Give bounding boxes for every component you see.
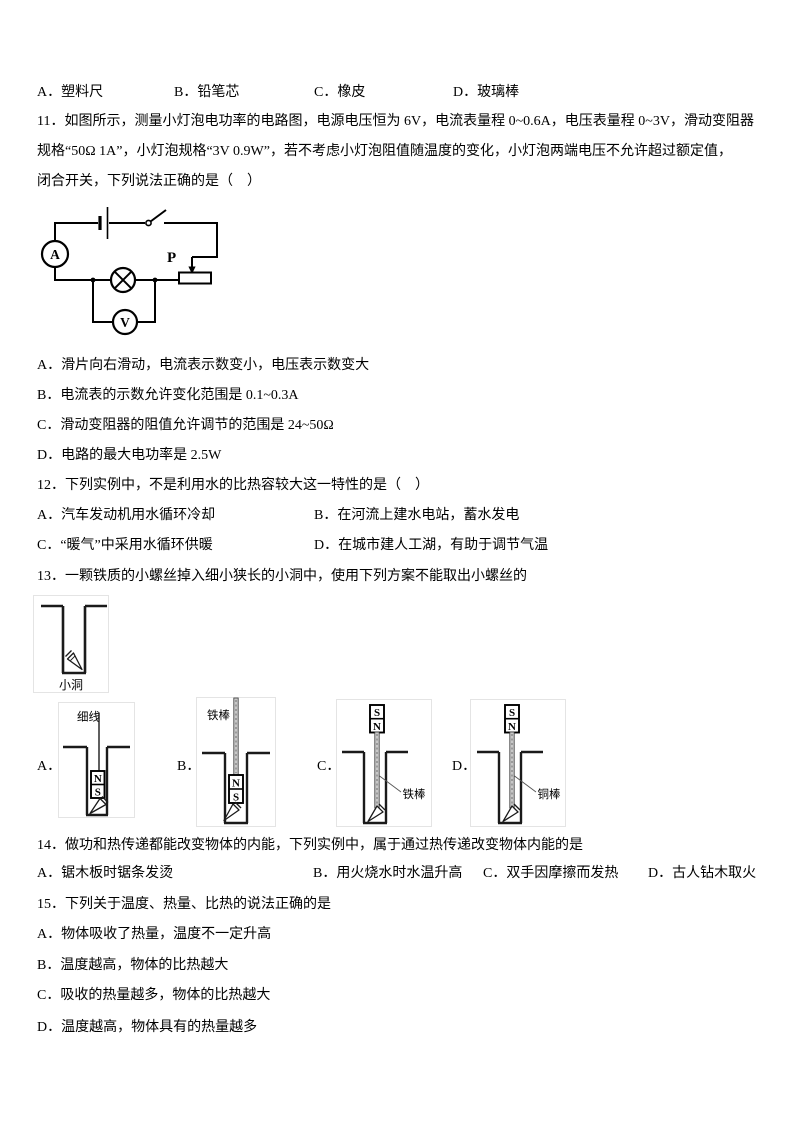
hole-walls	[41, 604, 107, 675]
battery-symbol	[98, 207, 109, 239]
question-15-title: 15．下列关于温度、热量、比热的说法正确的是	[37, 897, 331, 912]
option-15c: C．吸收的热量越多，物体的比热越大	[37, 988, 271, 1003]
option-14d: D．古人钻木取火	[648, 866, 757, 881]
hole-walls	[342, 750, 408, 825]
option-diagram-c: S N 铁棒	[336, 699, 432, 827]
option-12c: C．“暖气”中采用水循环供暖	[37, 538, 213, 553]
magnet-n-label: N	[232, 778, 240, 790]
magnet: N S	[228, 774, 244, 804]
magnet: S N	[504, 704, 520, 734]
leader-line	[514, 775, 537, 793]
switch-symbol	[145, 209, 167, 227]
option-diagram-d: S N 铜棒	[470, 699, 566, 827]
magnet-s-label: S	[95, 787, 101, 799]
junction-dot	[152, 277, 158, 283]
question-13-title: 13．一颗铁质的小螺丝掉入细小狭长的小洞中，使用下列方案不能取出小螺丝的	[37, 569, 527, 584]
option-15b: B．温度越高，物体的比热越大	[37, 958, 229, 973]
screw-icon	[367, 803, 386, 823]
option-14c: C．双手因摩擦而发热	[483, 866, 619, 881]
question-11-line-1: 11．如图所示，测量小灯泡电功率的电路图，电源电压恒为 6V，电流表量程 0~0…	[37, 114, 754, 129]
hole-diagram: 小洞	[33, 595, 109, 693]
option-15d: D．温度越高，物体具有的热量越多	[37, 1020, 258, 1035]
option-14b: B．用火烧水时水温升高	[313, 866, 463, 881]
hole-label: 小洞	[59, 678, 83, 692]
hole-walls	[477, 750, 543, 825]
option-15a: A．物体吸收了热量，温度不一定升高	[37, 927, 272, 942]
magnet: N S	[90, 770, 106, 799]
wire	[164, 222, 218, 267]
thread-label: 细线	[77, 710, 100, 724]
option-12b: B．在河流上建水电站，蓄水发电	[314, 508, 520, 523]
ammeter-letter: A	[50, 247, 60, 262]
question-12-title: 12．下列实例中，不是利用水的比热容较大这一特性的是（ ）	[37, 478, 429, 493]
hole-walls	[202, 751, 270, 825]
prev-option-d: D．玻璃棒	[453, 85, 520, 100]
screw-icon	[502, 803, 521, 823]
iron-rod-label: 铁棒	[207, 708, 230, 722]
lamp-symbol	[109, 266, 137, 294]
option-12a: A．汽车发动机用水循环冷却	[37, 508, 216, 523]
option-13b-letter: B．	[177, 759, 201, 774]
magnet-s-label: S	[374, 707, 380, 719]
prev-option-b: B．铅笔芯	[174, 85, 240, 100]
option-diagram-a: 细线 N S	[58, 702, 135, 818]
ammeter-symbol: A	[40, 239, 70, 269]
option-diagram-b: 铁棒 N S	[196, 697, 276, 827]
magnet-s-label: S	[233, 792, 239, 804]
wire	[92, 280, 156, 323]
option-13a-letter: A．	[37, 759, 62, 774]
image-border	[196, 697, 276, 827]
junction-dot	[90, 277, 96, 283]
prev-option-c: C．橡皮	[314, 85, 366, 100]
voltmeter-symbol: V	[111, 308, 139, 336]
option-13c-letter: C．	[317, 759, 341, 774]
question-11-line-2: 规格“50Ω 1A”，小灯泡规格“3V 0.9W”，若不考虑小灯泡阻值随温度的变…	[37, 144, 732, 159]
rheostat-symbol	[178, 266, 212, 285]
option-14a: A．锯木板时锯条发烫	[37, 866, 174, 881]
slider-label-p: P	[167, 250, 176, 266]
option-11c: C．滑动变阻器的阻值允许调节的范围是 24~50Ω	[37, 418, 334, 433]
option-11b: B．电流表的示数允许变化范围是 0.1~0.3A	[37, 388, 299, 403]
question-14-title: 14．做功和热传递都能改变物体的内能，下列实例中，属于通过热传递改变物体内能的是	[37, 838, 583, 853]
voltmeter-letter: V	[120, 315, 130, 330]
image-border	[336, 699, 432, 827]
image-border	[33, 595, 109, 693]
option-11d: D．电路的最大电功率是 2.5W	[37, 448, 222, 463]
prev-option-a: A．塑料尺	[37, 85, 104, 100]
slider-arrow-icon	[188, 266, 196, 274]
question-11-line-3: 闭合开关，下列说法正确的是（ ）	[37, 174, 261, 189]
image-border	[470, 699, 566, 827]
leader-line	[379, 775, 402, 793]
magnet-n-label: N	[373, 721, 381, 733]
magnet-s-label: S	[509, 707, 515, 719]
magnet: S N	[369, 704, 385, 734]
screw-icon	[65, 650, 83, 671]
magnet-n-label: N	[508, 721, 516, 733]
copper-rod-label: 铜棒	[538, 787, 561, 801]
screw-icon	[89, 796, 109, 815]
screw-icon	[223, 801, 242, 822]
hole-walls	[63, 745, 130, 817]
option-11a: A．滑片向右滑动，电流表示数变小，电压表示数变大	[37, 358, 370, 373]
circuit-diagram: A V P	[40, 207, 218, 336]
magnet-n-label: N	[94, 773, 102, 785]
image-border	[58, 702, 135, 818]
option-12d: D．在城市建人工湖，有助于调节气温	[314, 538, 549, 553]
iron-rod-label: 铁棒	[403, 787, 426, 801]
